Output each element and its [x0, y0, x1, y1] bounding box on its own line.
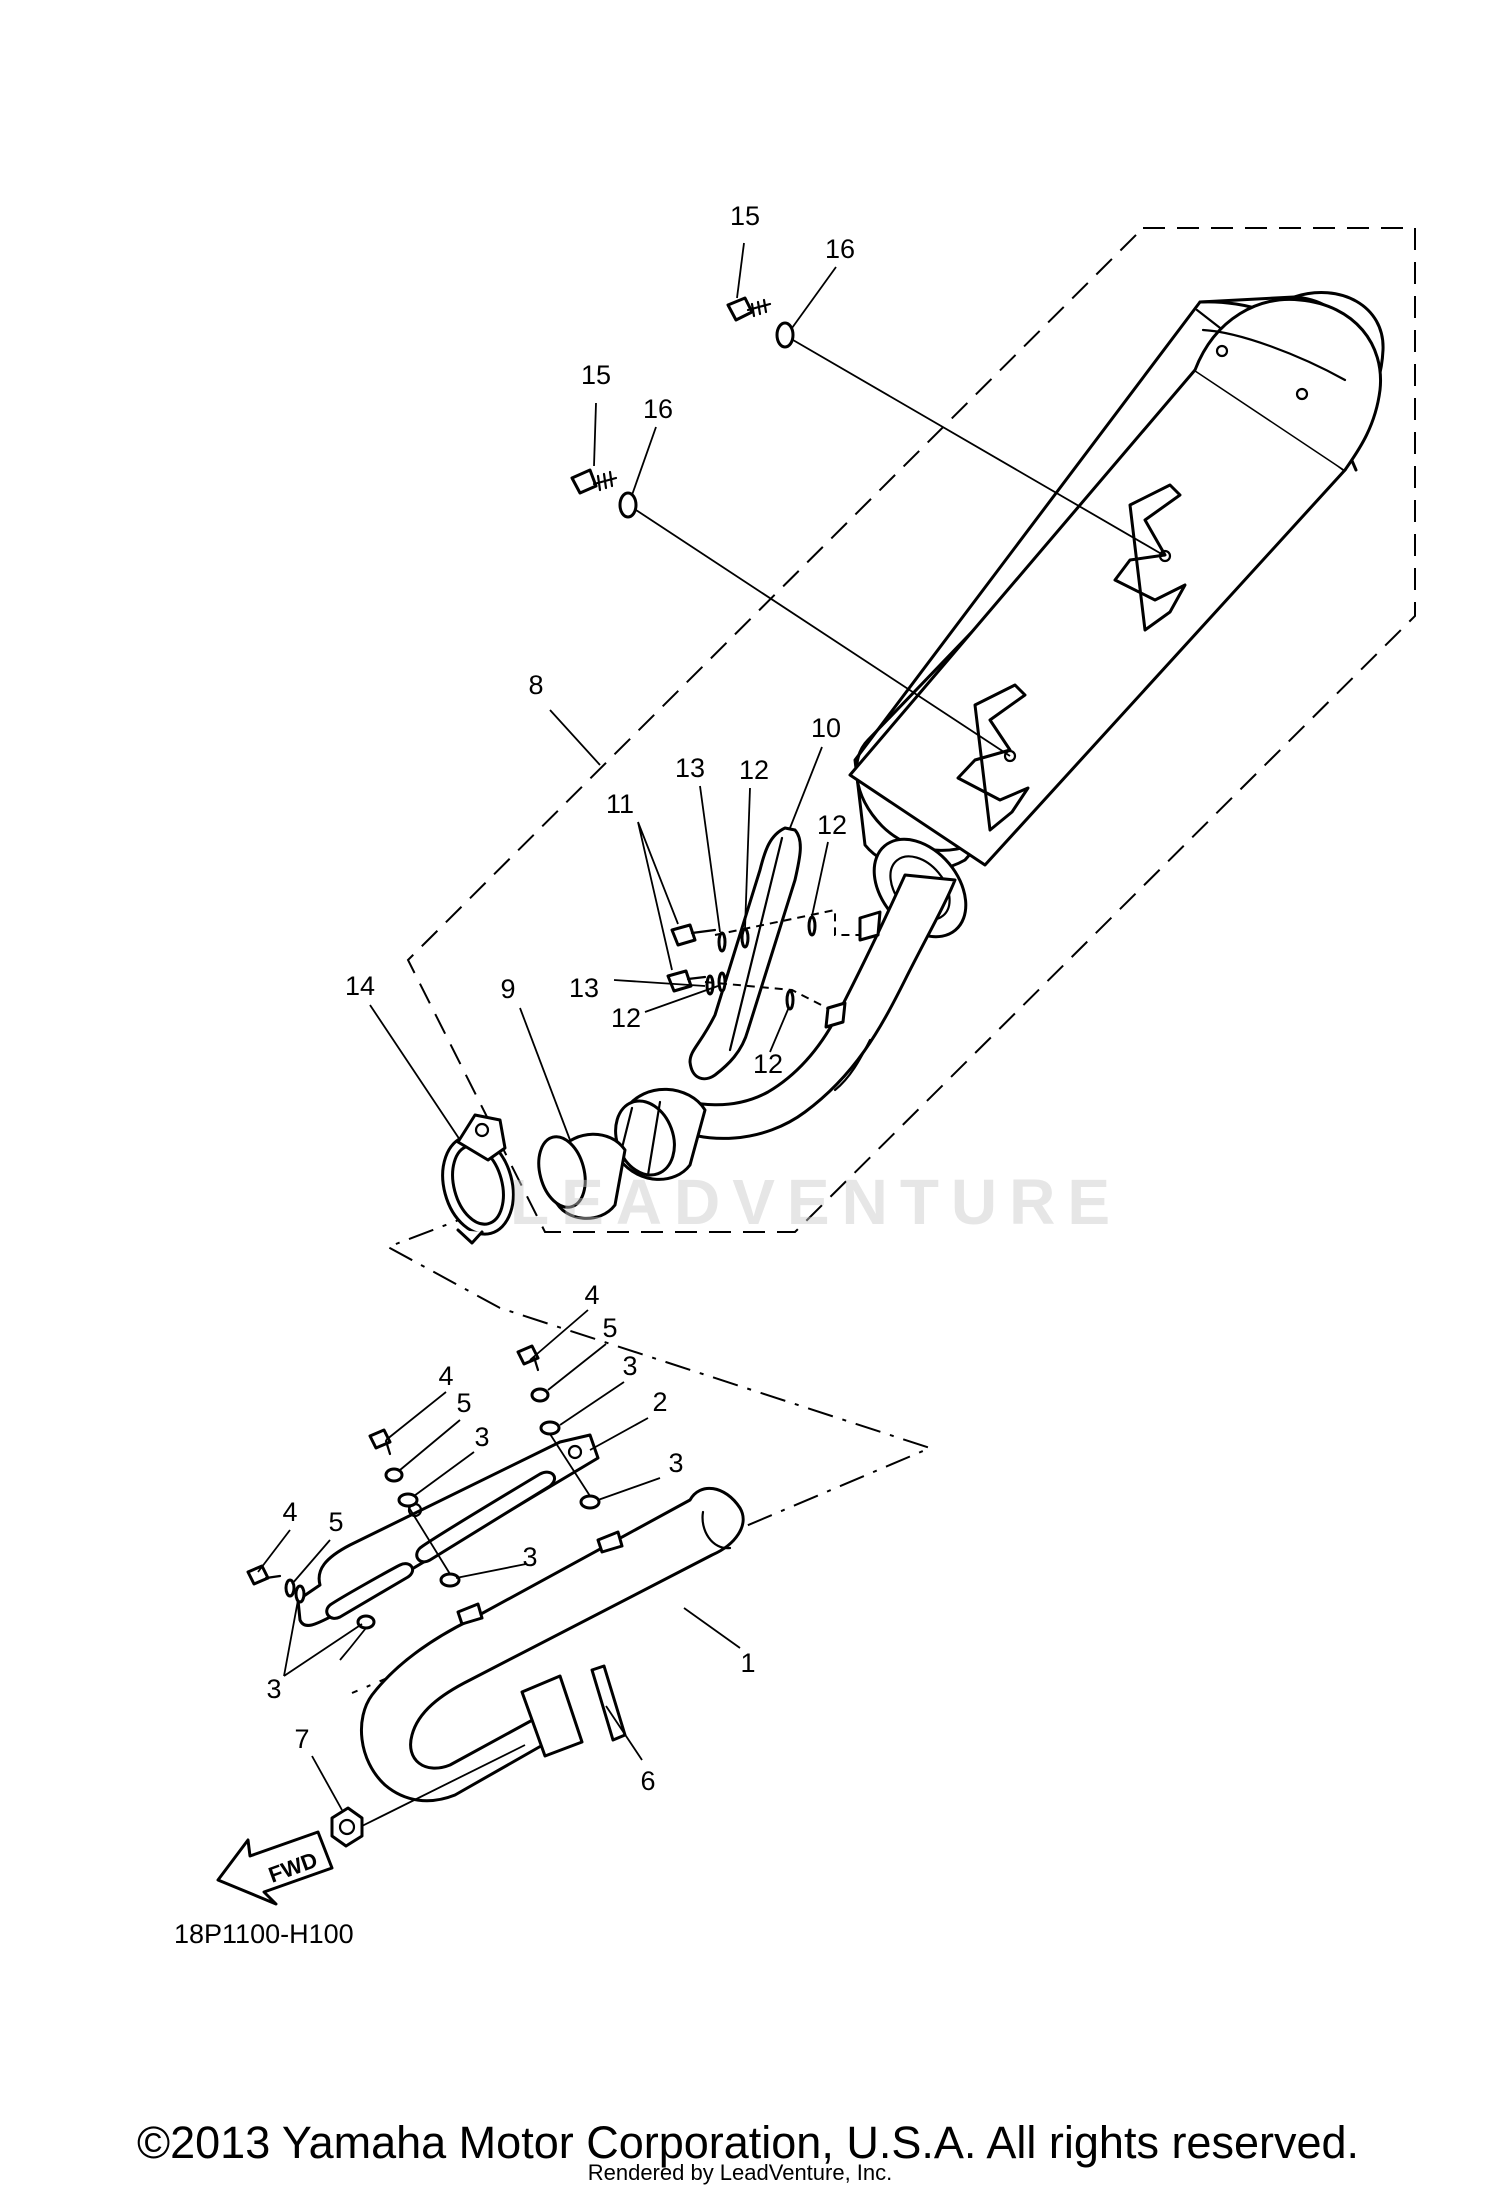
callout-16-upper: 16: [825, 234, 855, 264]
protector-mount-line-upper: [714, 908, 870, 936]
callout-12-right: 12: [817, 810, 847, 840]
callout-3-mid: 3: [474, 1422, 489, 1452]
washer-13-upper: [717, 931, 727, 953]
callout-4-top: 4: [584, 1280, 599, 1310]
header-gasket-6: [590, 1664, 627, 1742]
collar-12-d: [785, 989, 795, 1011]
callout-10: 10: [811, 713, 841, 743]
heat-protector: [688, 826, 802, 1081]
bolt-4-left: [246, 1564, 282, 1586]
grommet-3-right: [579, 1494, 601, 1510]
callout-13-lower: 13: [569, 973, 599, 1003]
protector-tab-upper: [858, 910, 882, 942]
washer-16-lower: [618, 491, 638, 519]
leadventure-watermark: LEADVENTURE: [510, 1166, 1122, 1238]
muffler: [848, 291, 1385, 939]
fwd-arrow-icon: FWD: [216, 1830, 334, 1906]
callout-5-mid: 5: [456, 1388, 471, 1418]
callout-3-top: 3: [622, 1351, 637, 1381]
callout-12-lower-left: 12: [611, 1003, 641, 1033]
muffler-assembly-boundary: [406, 227, 1416, 1233]
callout-3-lower: 3: [522, 1542, 537, 1572]
copyright-notice: ©2013 Yamaha Motor Corporation, U.S.A. A…: [137, 2117, 1359, 2168]
callout-11: 11: [606, 789, 634, 819]
callout-12-upper: 12: [739, 755, 769, 785]
callout-4-mid: 4: [438, 1361, 453, 1391]
grommet-3-lower: [439, 1572, 461, 1588]
bolt-15-upper: [726, 296, 772, 322]
callout-9: 9: [500, 974, 515, 1004]
washer-16-lower-line: [635, 509, 1011, 757]
bolt-4-mid: [368, 1428, 392, 1456]
grommet-3-top: [539, 1420, 561, 1436]
callout-leaders: [257, 242, 837, 1811]
header-flange: [520, 1674, 584, 1758]
callout-4-left: 4: [282, 1497, 297, 1527]
grommet-3-bottom: [356, 1614, 376, 1630]
callout-numbers: 15 16 15 16 8 10 13 12 11 12 13 12 12 9 …: [266, 201, 855, 1796]
muffler-lower-bracket: [956, 683, 1030, 832]
bolt-11-lower: [666, 969, 707, 993]
callout-6: 6: [640, 1766, 655, 1796]
protector-tab-lower: [824, 1001, 847, 1029]
callout-16-lower: 16: [643, 394, 673, 424]
bolt-4-top: [516, 1344, 540, 1372]
callout-1: 1: [740, 1648, 755, 1678]
protector-mount-line-lower: [704, 981, 836, 1013]
exhaust-clamp: [441, 1113, 515, 1245]
washer-16-upper-line: [792, 339, 1166, 557]
collar-12-c: [717, 971, 727, 993]
washer-13-lower: [705, 974, 715, 996]
washer-16-upper: [775, 321, 795, 349]
callout-8: 8: [528, 670, 543, 700]
header-mount-tab-left: [456, 1602, 484, 1626]
callout-13-upper: 13: [675, 753, 705, 783]
callout-2: 2: [652, 1387, 667, 1417]
bolt-11-upper: [670, 923, 717, 947]
grommet-3-left: [294, 1584, 306, 1604]
washer-5-top: [530, 1387, 550, 1403]
callout-14: 14: [345, 971, 375, 1001]
gasket-ring: [537, 1132, 627, 1220]
clamp-assembly-line: [351, 1211, 933, 1694]
collar-12-b: [807, 915, 817, 937]
header-heat-guard: [296, 1433, 600, 1627]
callout-12-lower-right: 12: [753, 1049, 783, 1079]
callout-3-right: 3: [668, 1448, 683, 1478]
bolt-15-lower: [570, 468, 618, 495]
grommet-guide-lines: [339, 1433, 591, 1661]
muffler-upper-bracket: [1113, 483, 1187, 632]
callout-5-left: 5: [328, 1507, 343, 1537]
callout-3-bottom: 3: [266, 1674, 281, 1704]
callout-7: 7: [294, 1724, 309, 1754]
callout-5-top: 5: [602, 1313, 617, 1343]
callout-15-lower: 15: [581, 360, 611, 390]
nut-7: [330, 1744, 526, 1848]
collar-12-a: [740, 927, 750, 949]
diagram-code: 18P1100-H100: [174, 1919, 354, 1949]
rendered-by-notice: Rendered by LeadVenture, Inc.: [588, 2160, 893, 2185]
callout-15-upper: 15: [730, 201, 760, 231]
washer-5-mid: [384, 1467, 404, 1483]
header-mount-tab-right: [596, 1530, 624, 1554]
